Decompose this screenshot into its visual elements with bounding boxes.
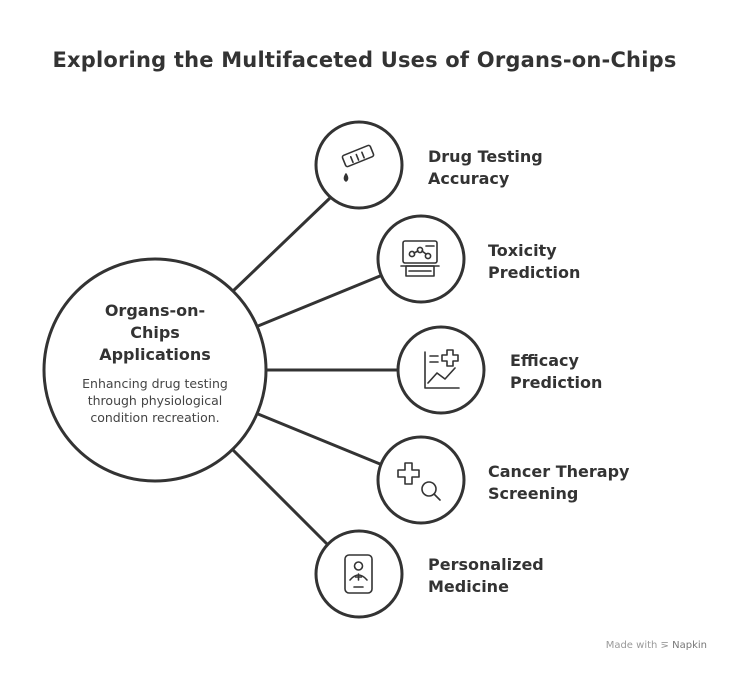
label-toxicity-prediction: Toxicity Prediction <box>488 240 580 284</box>
label-line: Medicine <box>428 577 509 596</box>
connector-drug-testing <box>231 196 332 293</box>
label-line: Prediction <box>488 263 581 282</box>
label-line: Efficacy <box>510 351 579 370</box>
label-line: Cancer Therapy <box>488 462 630 481</box>
label-line: Drug Testing <box>428 147 543 166</box>
connector-toxicity <box>256 274 382 328</box>
connector-cancer <box>256 412 382 466</box>
central-hub-title: Organs-on- Chips Applications <box>60 300 250 366</box>
lab-monitor-icon <box>400 240 440 277</box>
diagram-title: Exploring the Multifaceted Uses of Organ… <box>52 48 677 72</box>
label-cancer-therapy-screening: Cancer Therapy Screening <box>488 461 629 505</box>
label-line: Toxicity <box>488 241 557 260</box>
central-hub-circle <box>42 257 268 483</box>
label-personalized-medicine: Personalized Medicine <box>428 554 544 598</box>
footer-brand: Napkin <box>672 640 707 651</box>
central-hub-title-line-3: Applications <box>99 345 211 364</box>
toxicity-circle <box>376 214 466 304</box>
made-with-napkin-footer[interactable]: Made with ⋝ Napkin <box>606 640 707 651</box>
central-hub-title-line-2: Chips <box>130 323 180 342</box>
footer-made-with: Made with <box>605 640 658 651</box>
drug-testing-circle <box>314 120 404 210</box>
central-hub-description: Enhancing drug testing through physiolog… <box>82 376 228 425</box>
label-drug-testing-accuracy: Drug Testing Accuracy <box>428 146 543 190</box>
label-line: Accuracy <box>428 169 510 188</box>
central-hub-title-line-1: Organs-on- <box>104 301 206 320</box>
connector-personalized <box>231 448 330 547</box>
test-tube-icon <box>341 144 375 182</box>
label-efficacy-prediction: Efficacy Prediction <box>510 350 602 394</box>
label-line: Prediction <box>510 373 603 392</box>
label-line: Screening <box>488 484 579 503</box>
napkin-logo-icon: ⋝ <box>660 640 669 651</box>
medical-search-icon <box>397 462 441 501</box>
cancer-therapy-circle <box>376 435 466 525</box>
efficacy-circle <box>396 325 486 415</box>
chart-plus-icon <box>424 349 460 389</box>
label-line: Personalized <box>428 555 544 574</box>
patient-card-icon <box>344 554 373 594</box>
